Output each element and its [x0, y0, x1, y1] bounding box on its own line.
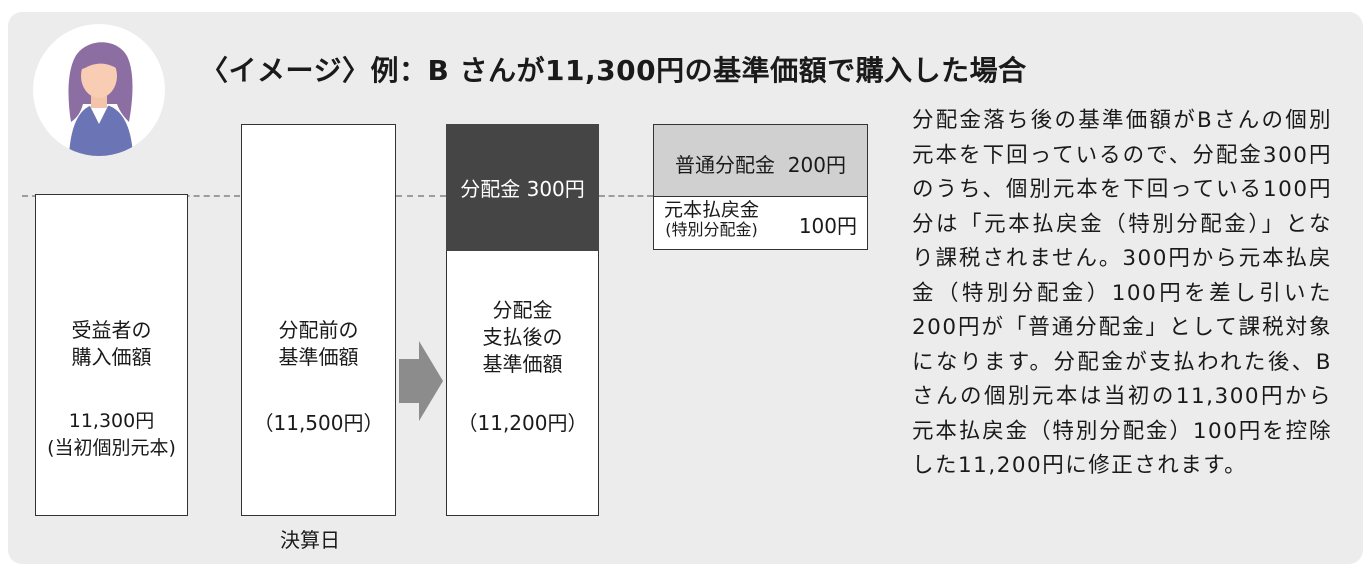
purchase-price-label: 受益者の 購入価額 [71, 318, 152, 369]
illustration-panel [8, 12, 1363, 564]
normal-distribution-text: 普通分配金 200円 [654, 149, 867, 178]
normal-distribution-amount: 200円 [787, 153, 846, 177]
principal-return-sublabel: (特別分配金) [665, 220, 758, 239]
woman-avatar-icon [33, 24, 165, 156]
purchase-price-box: 受益者の 購入価額 11,300円 (当初個別元本) [35, 194, 188, 516]
post-distribution-price-label: 分配金 支払後の 基準価額 [482, 298, 563, 376]
normal-distribution-cell: 普通分配金 200円 [653, 124, 868, 197]
principal-return-cell: 元本払戻金 (特別分配金) 100円 [653, 196, 868, 250]
distribution-label: 分配金 300円 [460, 177, 585, 201]
dashed-guide-line [599, 195, 653, 197]
pre-distribution-price-box: 分配前の 基準価額 （11,500円） [241, 124, 396, 516]
settlement-date-label: 決算日 [280, 528, 340, 552]
principal-return-amount: 100円 [798, 214, 857, 238]
principal-return-label: 元本払戻金 [664, 199, 760, 221]
normal-distribution-label: 普通分配金 [675, 153, 776, 177]
distribution-block: 分配金 300円 [446, 124, 599, 251]
diagram-title: 〈イメージ〉例：B さんが11,300円の基準価額で購入した場合 [200, 54, 1027, 87]
pre-distribution-price-amount: （11,500円） [253, 411, 384, 435]
post-distribution-price-amount: （11,200円） [457, 411, 588, 435]
dashed-guide-line [396, 195, 446, 197]
pre-distribution-price-label: 分配前の 基準価額 [278, 318, 359, 369]
explanation-text: 分配金落ち後の基準価額がBさんの個別元本を下回っているので、分配金300円のうち… [912, 108, 1332, 478]
purchase-price-amount: 11,300円 (当初個別元本) [47, 410, 176, 459]
principal-return-name: 元本払戻金 (特別分配金) [664, 199, 760, 240]
right-arrow-icon [399, 341, 443, 421]
post-distribution-price-box: 分配金 支払後の 基準価額 （11,200円） [446, 250, 599, 516]
